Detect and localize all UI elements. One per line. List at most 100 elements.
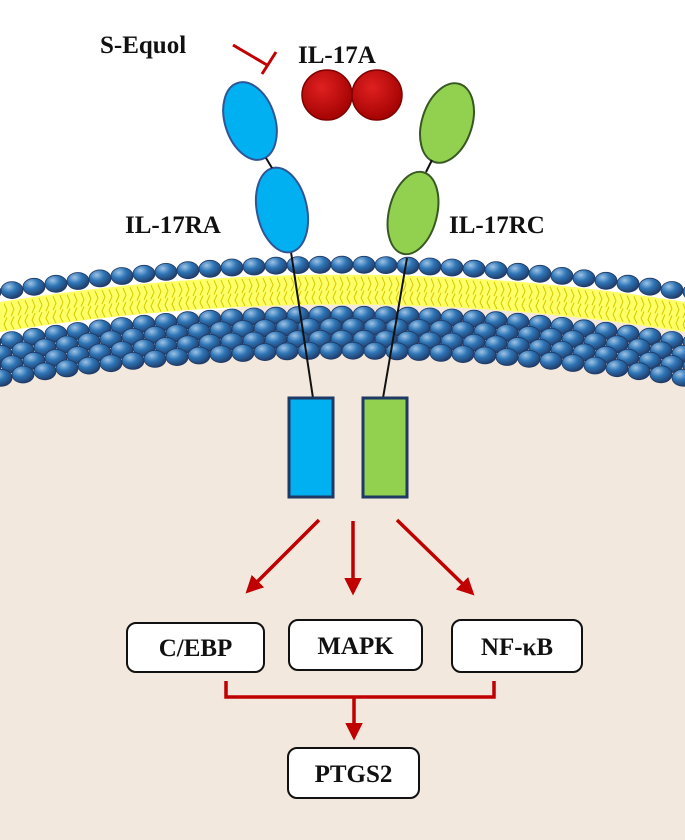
lipid-tail: [24, 300, 29, 328]
lipid-tail: [136, 286, 141, 314]
il17rc-label: IL-17RC: [449, 212, 545, 239]
lipid-tail: [430, 278, 435, 306]
inner-lipid-head: [363, 341, 387, 360]
lipid-tail: [59, 295, 64, 323]
lipid-tail: [318, 276, 323, 305]
lipid-tail: [437, 278, 442, 307]
outer-lipid-head: [484, 261, 508, 280]
inner-lipid-head: [11, 365, 35, 384]
lipid-tail: [332, 276, 337, 304]
inner-lipid-head: [451, 345, 475, 364]
lipid-tail: [598, 291, 603, 320]
lipid-tail: [647, 298, 652, 326]
inner-lipid-head: [187, 346, 211, 365]
outer-lipid-head: [286, 256, 310, 275]
lipid-tail: [542, 285, 547, 314]
lipid-tail: [129, 287, 134, 315]
lipid-tail: [45, 297, 50, 325]
cytoplasm: [0, 295, 685, 840]
outer-lipid-head: [440, 258, 464, 277]
lipid-tail: [500, 282, 505, 310]
lipid-tail: [115, 288, 120, 316]
lipid-tail: [472, 280, 477, 308]
lipid-tail: [339, 276, 344, 304]
il17ra-label: IL-17RA: [125, 212, 221, 239]
outer-lipid-head: [374, 256, 398, 275]
lipid-tail: [577, 289, 582, 317]
inner-lipid-head: [99, 354, 123, 373]
outer-lipid-head: [132, 264, 156, 283]
lipid-tail: [353, 276, 358, 304]
lipid-tail: [164, 283, 169, 312]
lipid-tail: [675, 302, 680, 330]
ptgs2-label: PTGS2: [315, 761, 393, 788]
lipid-tail: [73, 293, 78, 321]
outer-lipid-head: [594, 271, 618, 290]
lipid-tail: [570, 288, 575, 317]
lipid-tail: [234, 279, 239, 307]
outer-lipid-head: [242, 257, 266, 276]
inner-lipid-head: [55, 359, 79, 378]
inner-lipid-head: [495, 348, 519, 366]
lipid-tail: [416, 277, 421, 306]
inhibition-symbol: [232, 43, 278, 75]
lipid-tail: [444, 278, 449, 307]
lipid-tail: [10, 302, 15, 330]
outer-lipid-head: [154, 262, 178, 281]
il17a-label: IL-17A: [298, 42, 376, 69]
il17ra-intracellular-domain: [287, 396, 335, 499]
lipid-tail: [605, 292, 610, 321]
lipid-tail: [108, 289, 113, 317]
lipid-tail: [528, 284, 533, 313]
lipid-tail: [199, 281, 204, 309]
convergence-bracket: [224, 681, 496, 741]
lipid-tail: [381, 276, 386, 305]
s-equol-label: S-Equol: [100, 32, 186, 59]
inner-lipid-head: [407, 343, 431, 361]
lipid-tail: [493, 281, 498, 310]
outer-lipid-head: [44, 274, 68, 293]
lipid-tail: [192, 281, 197, 310]
lipid-tail: [38, 297, 43, 326]
lipid-tail: [654, 299, 659, 327]
il17rc-intracellular-domain: [361, 396, 409, 499]
il17rc-lower-domain: [386, 170, 440, 256]
lipid-tail: [346, 276, 351, 304]
outer-lipid-head: [66, 272, 90, 290]
lipid-tail: [374, 276, 379, 305]
lipid-tail: [619, 294, 624, 322]
nfkb-box: NF-κB: [451, 619, 583, 673]
inner-lipid-head: [231, 344, 255, 362]
il17a-ligand-left: [301, 69, 353, 121]
outer-lipid-head: [572, 269, 596, 288]
inner-lipid-head: [33, 362, 57, 381]
ptgs2-box: PTGS2: [287, 747, 420, 799]
il17rc-linker: [425, 159, 433, 173]
lipid-tail: [227, 279, 232, 307]
lipid-tail: [535, 285, 540, 313]
inner-lipid-head: [605, 359, 629, 378]
lipid-tail: [185, 282, 190, 310]
lipid-tail: [486, 281, 491, 309]
il17rc-upper-domain: [419, 82, 475, 164]
inner-lipid-head: [473, 346, 497, 365]
lipid-tail: [283, 277, 288, 305]
il17a-ligand-right: [351, 69, 403, 121]
inner-lipid-head: [671, 368, 685, 387]
outer-lipid-head: [528, 264, 552, 283]
lipid-tail: [409, 277, 414, 305]
lipid-tail: [178, 282, 183, 311]
outer-lipid-head: [22, 277, 46, 296]
lipid-tail: [31, 298, 36, 327]
lipid-tail: [682, 303, 685, 330]
inner-lipid-head: [121, 351, 145, 370]
lipid-tail: [640, 297, 645, 325]
inner-lipid-head: [209, 345, 233, 364]
lipid-tail: [157, 284, 162, 312]
outer-lipid-head: [660, 281, 684, 299]
outer-lipid-head: [616, 274, 640, 293]
lipid-tail: [213, 280, 218, 308]
lipid-tail: [311, 276, 316, 305]
